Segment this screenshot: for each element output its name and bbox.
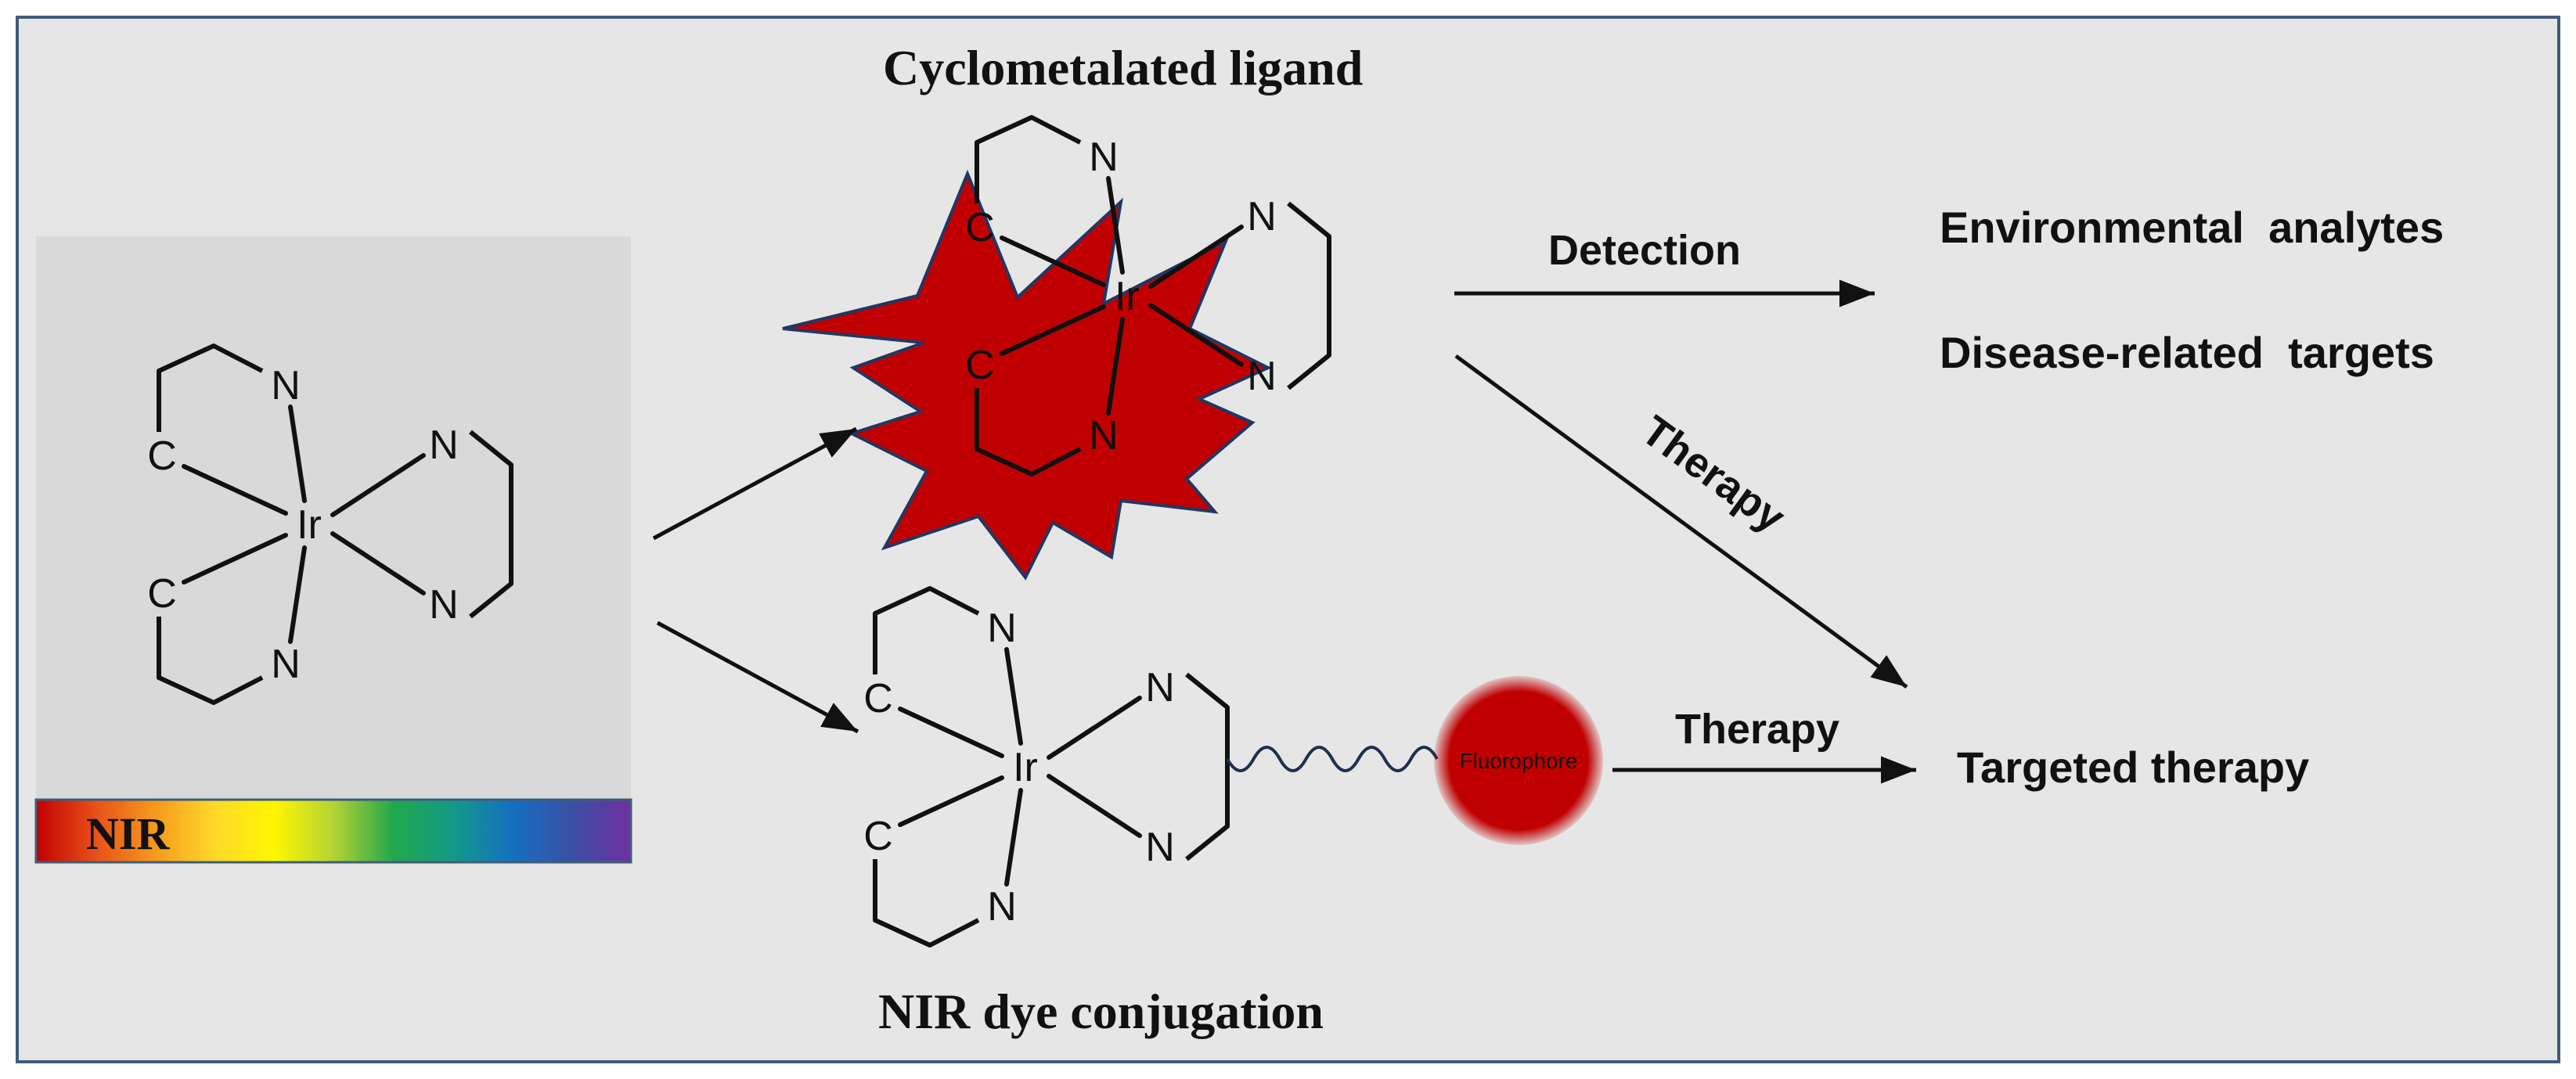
carbon-atom: C [863, 814, 893, 859]
nitrogen-atom: N [271, 642, 301, 687]
arrow-to-conjugation [656, 620, 859, 734]
ring-right [1185, 672, 1230, 861]
carbon-atom: C [965, 205, 995, 250]
ir-c-bond [1000, 236, 1106, 287]
left-panel [36, 236, 631, 800]
ir-c-bond [182, 464, 288, 516]
ring-upper [157, 343, 264, 432]
spectrum-bar [34, 798, 632, 864]
ir-n-bond [288, 405, 307, 503]
iridium-atom: Ir [1115, 274, 1140, 319]
nir-dye-conjugation-title: NIR dye conjugation [878, 984, 1324, 1039]
ir-n-bond [1148, 225, 1244, 289]
ir-n-bond [1148, 303, 1244, 367]
ir-c-bond [898, 775, 1004, 827]
ir-n-bond [1004, 788, 1023, 887]
linker-chain [1226, 746, 1439, 772]
ir-n-bond [1106, 317, 1125, 415]
ir-c-bond [898, 707, 1004, 758]
nitrogen-atom: N [1145, 825, 1175, 870]
ir-n-bond [330, 531, 426, 595]
ring-upper [975, 115, 1082, 203]
ir-c-bond [1000, 304, 1106, 356]
nitrogen-atom: N [1247, 354, 1277, 399]
ir-n-bond [1106, 176, 1125, 275]
iridium-atom: Ir [1013, 745, 1038, 790]
nitrogen-atom: N [1145, 665, 1175, 710]
carbon-atom: C [147, 433, 177, 479]
ring-lower [157, 617, 264, 705]
arrow-therapy-diagonal [1454, 354, 1908, 689]
ring-upper [873, 586, 980, 674]
outcome-targeted: Targeted therapy [1957, 743, 2309, 792]
nitrogen-atom: N [1089, 135, 1119, 180]
ring-lower [975, 388, 1082, 477]
ir-c-bond [182, 533, 288, 584]
nitrogen-atom: N [1247, 194, 1277, 239]
iridium-atom: Ir [297, 502, 322, 548]
ir-n-bond [1004, 647, 1023, 746]
cyclometalated-ligand-title: Cyclometalated ligand [883, 40, 1363, 95]
outcome-disease: Disease-related targets [1940, 328, 2434, 377]
nitrogen-atom: N [987, 606, 1017, 651]
nitrogen-atom: N [429, 582, 459, 628]
therapy-horizontal-label: Therapy [1675, 706, 1839, 753]
fluorophore-label: Fluorophore [1460, 749, 1578, 773]
nitrogen-atom: N [987, 884, 1017, 930]
ir-n-bond [1047, 696, 1142, 760]
arrow-to-cyclometalated [652, 426, 858, 541]
carbon-atom: C [147, 571, 177, 617]
carbon-atom: C [863, 676, 893, 721]
ring-right [1287, 201, 1331, 390]
ring-right [469, 430, 513, 619]
ir-n-bond [288, 545, 307, 644]
fluorophore-sphere [1434, 676, 1603, 845]
carbon-atom: C [965, 343, 995, 388]
ir-n-bond [330, 453, 426, 517]
detection-label: Detection [1548, 227, 1741, 274]
ir-n-bond [1047, 774, 1142, 838]
nir-label: NIR [86, 808, 170, 859]
outcome-environmental: Environmental analytes [1940, 203, 2444, 252]
nitrogen-atom: N [1089, 413, 1119, 459]
nitrogen-atom: N [271, 363, 301, 408]
ring-lower [873, 859, 980, 948]
nitrogen-atom: N [429, 423, 459, 468]
